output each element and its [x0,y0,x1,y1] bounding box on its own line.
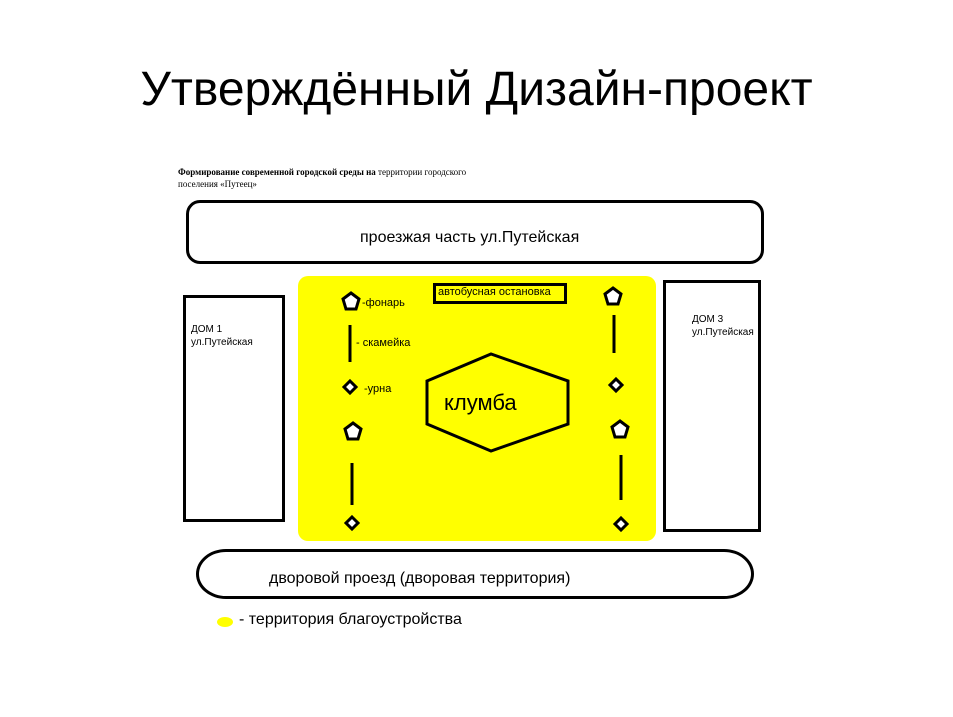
lamp-icon [610,419,630,439]
document-header: Формирование современной городской среды… [178,166,538,190]
urn-icon [612,515,630,533]
legend-swatch [217,617,233,627]
lamp-legend-label: -фонарь [362,297,405,309]
lamp-icon [341,291,361,311]
house-3-label: ДОМ 3 ул.Путейская [692,313,754,339]
bench-legend-label: - скамейка [356,337,411,349]
legend-label: - территория благоустройства [239,611,462,628]
improvement-area [298,276,656,541]
urn-icon [607,376,625,394]
lamp-icon [603,286,623,306]
flowerbed-hexagon [425,352,570,453]
house-3 [663,280,761,532]
house-1-street: ул.Путейская [191,337,253,348]
bus-stop: автобусная остановка [433,283,567,304]
road-main-street-label: проезжая часть ул.Путейская [360,229,580,246]
house-1-label: ДОМ 1 ул.Путейская [191,323,253,349]
urn-icon [343,514,361,532]
lamp-icon [343,421,363,441]
house-1-name: ДОМ 1 [191,324,223,335]
header-line-2: поселения «Путеец» [178,179,257,189]
slide-title: Утверждённый Дизайн-проект [140,63,813,116]
header-rest-text: территории городского [375,167,467,177]
urn-icon [341,378,359,396]
road-yard-driveway-label: дворовой проезд (дворовая территория) [269,570,571,587]
urn-legend-label: -урна [364,383,392,395]
house-3-street: ул.Путейская [692,327,754,338]
flowerbed-label: клумба [444,390,517,415]
house-3-name: ДОМ 3 [692,314,724,325]
road-main-street [186,200,764,264]
header-bold-text: Формирование современной городской среды… [178,167,376,177]
road-yard-driveway [196,549,754,599]
house-1 [183,295,285,522]
